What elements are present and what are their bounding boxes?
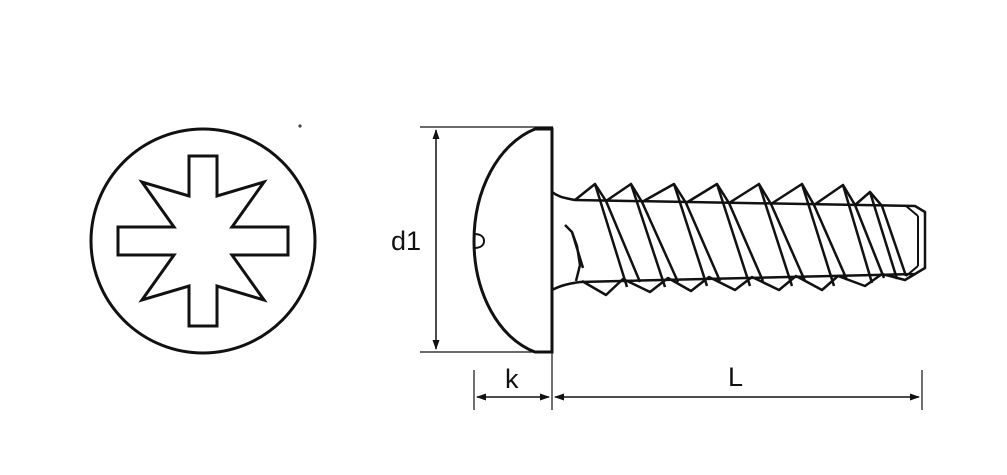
screw-shank: [551, 190, 927, 292]
screw-head: [472, 127, 554, 354]
dimension-k: [473, 352, 553, 410]
length-label: L: [728, 362, 744, 392]
k-label: k: [505, 364, 519, 394]
pan-head-screw-icon: [472, 127, 927, 354]
head-top-view: [89, 127, 317, 355]
head-notch: [473, 233, 486, 249]
screw-tip: [905, 205, 919, 277]
thread-helix: [593, 183, 908, 288]
thread-crests-top: [574, 182, 883, 207]
d1-label: d1: [391, 226, 422, 256]
dimension-d1: [420, 126, 553, 353]
dimension-length: [554, 370, 923, 410]
thread-runout: [564, 224, 585, 282]
scan-speck: [298, 124, 302, 128]
head-outline: [89, 127, 317, 355]
pozidriv-recess-icon: [116, 154, 290, 328]
